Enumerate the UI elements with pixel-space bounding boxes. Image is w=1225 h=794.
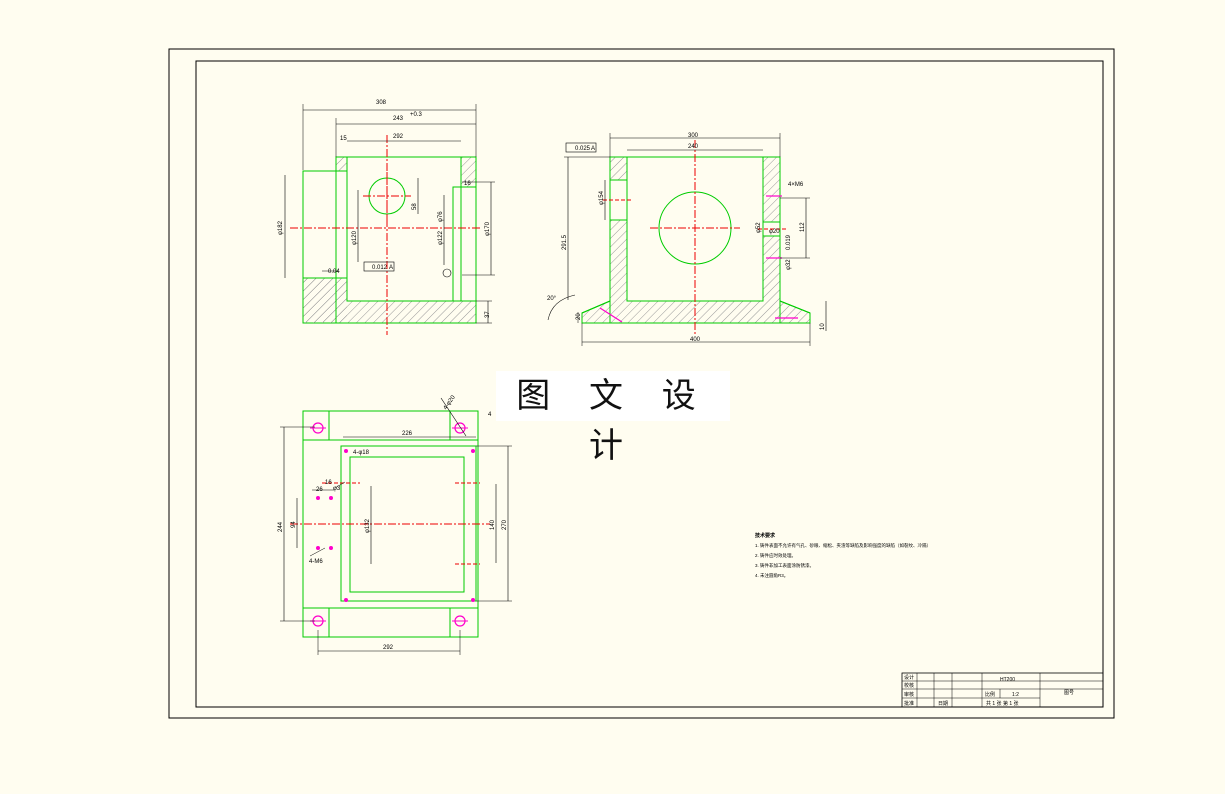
dim-243-tol: +0.3 [410,112,423,118]
dim-140: 140 [490,519,496,530]
dim-4phi18: 4-φ18 [353,450,370,456]
dim-244: 244 [278,521,284,532]
dim-400: 400 [690,337,701,343]
tol-0.025: 0.025 [575,146,591,152]
outer-border [168,48,1115,719]
notes-item-4: 4. 未注圆角R3。 [755,573,789,578]
dim-240: 240 [688,144,699,150]
dim-112: 112 [800,222,806,232]
dim-phi76: φ76 [438,211,444,222]
datum-a: A [389,265,393,271]
dim-phi32: φ32 [786,259,792,270]
dim-15: 15 [340,136,347,142]
tb-label-check: 校核 [904,682,914,689]
tb-sheet: 共 1 张 第 1 张 [986,700,1019,707]
notes-title: 技术要求 [755,533,776,539]
dim-phi154: φ154 [599,190,605,205]
watermark-box [496,371,730,421]
notes-item-2: 2. 铸件应时效处理。 [755,553,797,558]
dim-37: 37 [485,311,491,318]
dim-phi20: φ20 [769,229,780,235]
top-view: 226 4-φ18 16 26 φ3 94 244 φ132 140 270 2… [278,394,512,655]
dim-308: 308 [376,100,387,106]
dim-phi122: φ122 [438,230,444,245]
dim-16: 16 [464,181,471,187]
dim-phi132: φ132 [365,518,371,533]
tol-0.019: 0.019 [786,234,792,250]
watermark: 图 文 设 计 [516,376,710,466]
dim-phi182: φ182 [278,220,284,235]
dim-243: 243 [393,116,404,122]
tb-scale: 1:2 [1012,692,1019,698]
tb-label-design: 设计 [904,674,914,681]
dim-phi3: φ3 [333,486,341,492]
dim-phi170: φ170 [485,221,491,236]
tb-label-review: 审核 [904,691,914,698]
technical-notes: 技术要求 1. 铸件表面不允许有气孔、砂眼、缩松、夹渣等缺陷及影响强度的缺陷（如… [755,531,931,581]
dim-292: 292 [393,134,404,140]
tb-drawing-no: 图号 [1064,690,1074,696]
tol-0.012: 0.012 [372,265,388,271]
dim-94: 94 [291,521,297,528]
side-section-view: 300 240 0.025 A φ154 φ52 291.5 20° 20 40… [547,133,827,346]
front-section-view: 308 243 +0.3 292 15 φ182 φ120 φ170 58 φ1… [278,100,495,335]
dim-4phi20: 4-φ20 [443,394,457,411]
dim-4xm6: 4×M6 [788,182,804,188]
dim-300: 300 [688,133,699,139]
dim-58: 58 [412,203,418,210]
dim-16-top: 16 [325,480,332,486]
dim-phi120: φ120 [352,230,358,245]
tb-scale-label: 比例 [985,691,995,698]
inner-border [195,60,1104,708]
dim-226: 226 [402,431,413,437]
dim-phi52: φ52 [756,222,762,233]
dim-26: 26 [316,487,323,493]
dim-291.5: 291.5 [562,234,568,250]
title-block: 设计 校核 审核 批准 日期 HT200 比例 1:2 共 1 张 第 1 张 … [901,672,1104,708]
dim-20: 20 [576,313,582,320]
dim-10: 10 [820,323,826,330]
tb-label-date: 日期 [938,701,948,707]
dim-0.04: 0.04 [328,269,340,275]
dim-4: 4 [488,412,492,418]
notes-item-1: 1. 铸件表面不允许有气孔、砂眼、缩松、夹渣等缺陷及影响强度的缺陷（如裂纹、冷隔… [755,543,931,548]
dim-4m6: 4-M6 [309,559,323,565]
dim-20deg: 20° [547,296,557,302]
tb-label-approve: 批准 [904,700,914,707]
dim-270: 270 [502,519,508,530]
tb-material: HT200 [1000,677,1015,683]
dim-292-top: 292 [383,645,394,651]
datum-a-side: A [591,146,595,152]
notes-item-3: 3. 铸件非加工表面涂防锈漆。 [755,563,815,568]
